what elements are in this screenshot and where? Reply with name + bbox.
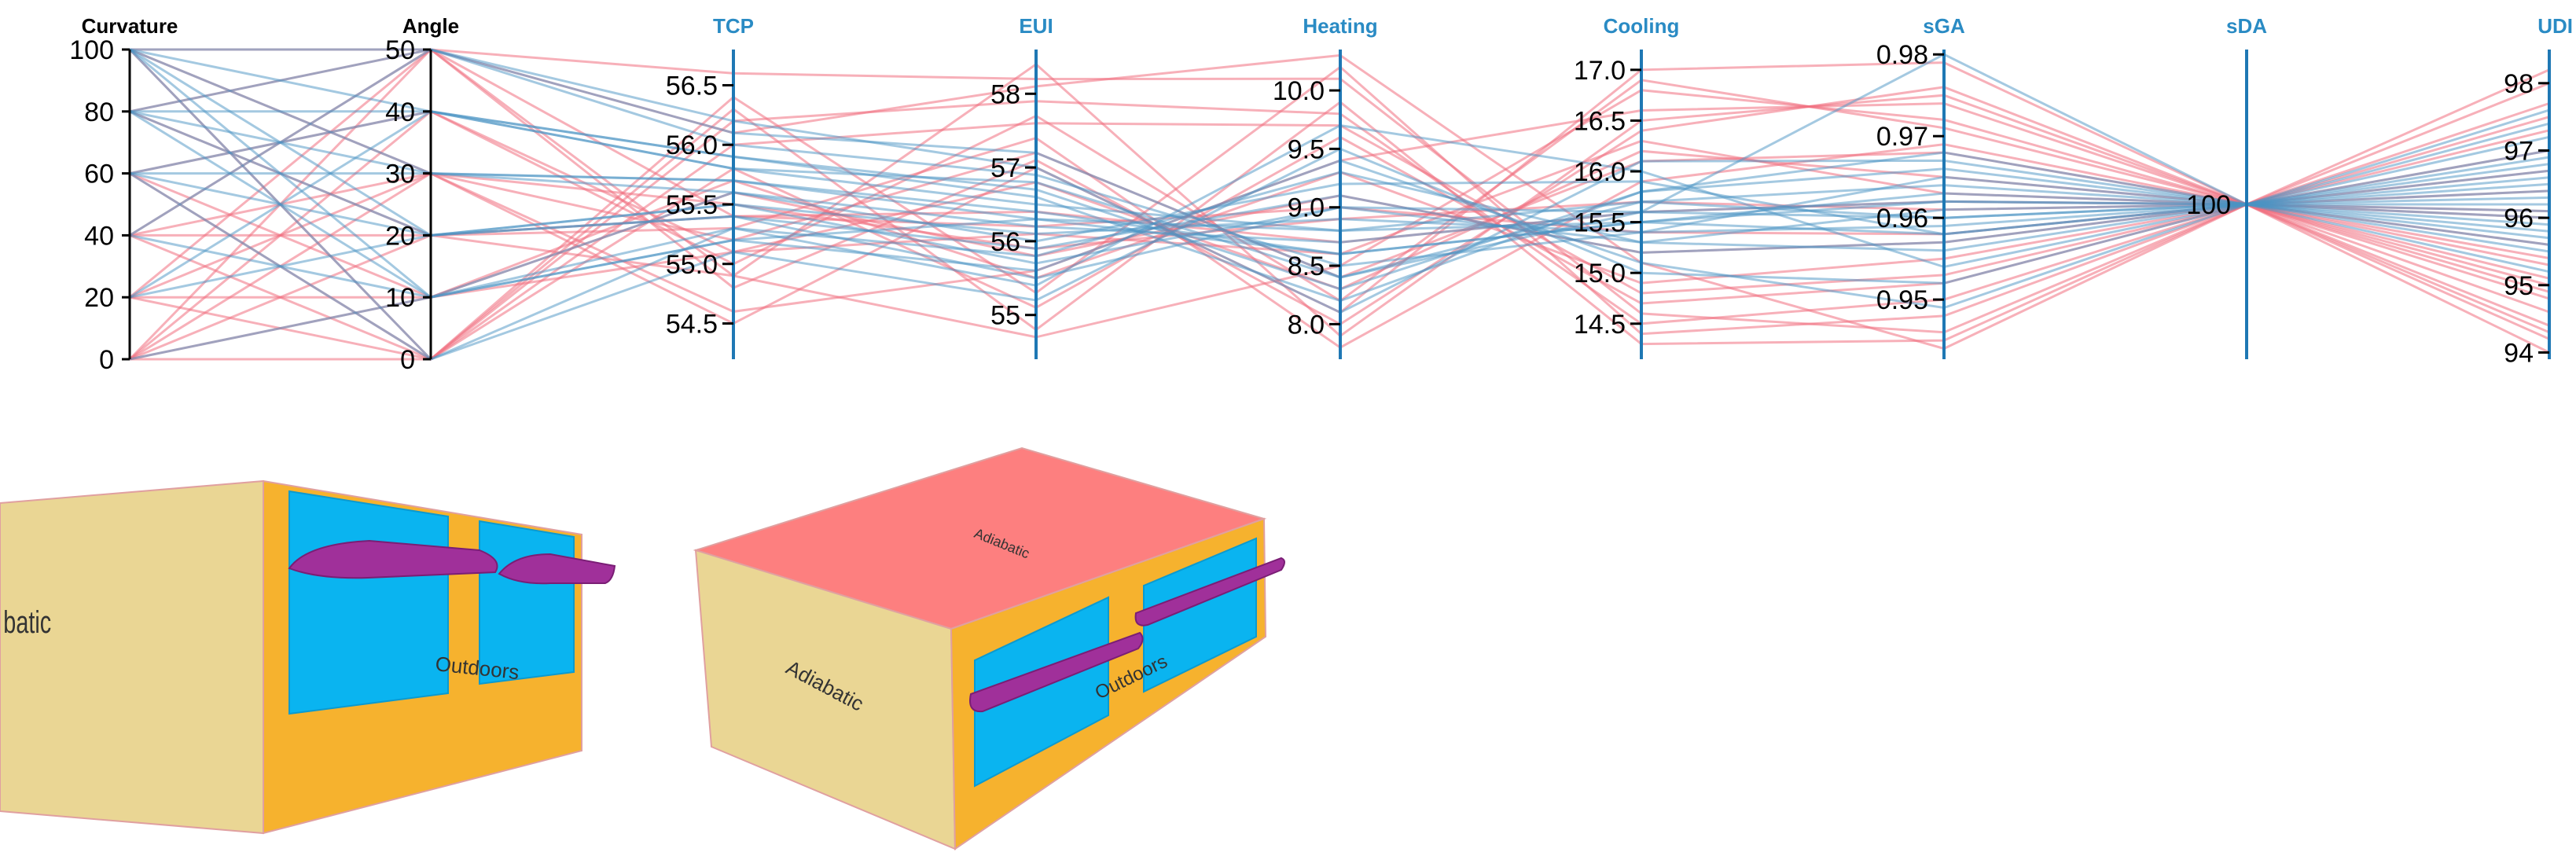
tick-label-eui: 58: [990, 79, 1020, 109]
tick-label-heating: 9.5: [1288, 134, 1325, 164]
adiabatic-side-wall: [0, 479, 264, 835]
window-glazing-left: [288, 490, 449, 715]
tick-label-sda: 100: [2186, 190, 2231, 220]
tick-label-cooling: 17.0: [1574, 56, 1626, 86]
tick-label-angle: 30: [385, 160, 415, 189]
tick-label-udi: 97: [2504, 136, 2534, 166]
shading-louver-right: [1134, 557, 1285, 626]
tick-label-sga: 0.95: [1876, 285, 1928, 315]
tick-label-eui: 56: [990, 227, 1020, 257]
tick-label-heating: 9.0: [1288, 193, 1325, 223]
axes-layer: Curvature 0 20 40 60 80 100 Angle 0 10 20 30 40 50 TCP…: [69, 14, 2573, 369]
tick-label-curvature: 80: [84, 97, 114, 127]
axis-title-sga[interactable]: sGA: [1923, 14, 1965, 38]
axis-angle: Angle 0 10 20 30 40 50: [385, 14, 459, 369]
building-render-right: Adiabatic Adiabatic Outdoors: [684, 436, 1313, 853]
tick-label-angle: 20: [385, 221, 415, 251]
axis-title-cooling[interactable]: Cooling: [1604, 14, 1680, 38]
tick-label-tcp: 55.5: [666, 190, 718, 220]
tick-label-angle: 10: [385, 283, 415, 313]
axis-title-heating[interactable]: Heating: [1303, 14, 1377, 38]
window-glazing-right: [1143, 537, 1257, 693]
tick-label-curvature: 0: [99, 345, 114, 369]
tick-label-cooling: 15.0: [1574, 259, 1626, 288]
tick-label-udi: 98: [2504, 69, 2534, 99]
tick-label-angle: 0: [400, 345, 415, 369]
tick-label-heating: 10.0: [1273, 76, 1325, 106]
tick-label-udi: 95: [2504, 271, 2534, 301]
axis-title-eui[interactable]: EUI: [1019, 14, 1053, 38]
tick-label-curvature: 100: [69, 35, 114, 65]
shading-louver-left: [969, 631, 1144, 713]
tick-label-cooling: 15.5: [1574, 208, 1626, 238]
tick-label-sga: 0.98: [1876, 40, 1928, 70]
axis-cooling: Cooling 14.5 15.0 15.5 16.0 16.5 17.0: [1574, 14, 1680, 359]
tick-label-heating: 8.5: [1288, 252, 1325, 281]
axis-title-sda[interactable]: sDA: [2226, 14, 2267, 38]
tick-label-sga: 0.96: [1876, 204, 1928, 233]
window-glazing-left: [974, 596, 1109, 788]
axis-heating: Heating 8.0 8.5 9.0 9.5 10.0: [1273, 14, 1378, 359]
axis-title-udi[interactable]: UDI: [2537, 14, 2573, 38]
tick-label-udi: 96: [2504, 204, 2534, 233]
axis-eui: EUI 55 56 57 58: [990, 14, 1053, 359]
axis-title-tcp[interactable]: TCP: [713, 14, 754, 38]
axis-title-curvature[interactable]: Curvature: [82, 14, 178, 38]
tick-label-tcp: 56.0: [666, 130, 718, 160]
tick-label-tcp: 55.0: [666, 250, 718, 280]
shading-louver-left: [288, 539, 498, 579]
tick-label-tcp: 54.5: [666, 310, 718, 340]
axis-sga: sGA 0.95 0.96 0.97 0.98: [1876, 14, 1965, 359]
tick-label-cooling: 16.0: [1574, 157, 1626, 187]
axis-udi: UDI 94 95 96 97 98: [2504, 14, 2573, 368]
axis-title-angle[interactable]: Angle: [402, 14, 459, 38]
tick-label-cooling: 14.5: [1574, 310, 1626, 340]
tick-label-udi: 94: [2504, 338, 2534, 368]
axis-tcp: TCP 54.5 55.0 55.5 56.0 56.5: [666, 14, 754, 359]
axis-curvature: Curvature 0 20 40 60 80 100: [69, 14, 178, 369]
tick-label-angle: 40: [385, 97, 415, 127]
shading-louver-right: [498, 553, 616, 585]
tick-label-angle: 50: [385, 35, 415, 65]
axis-sda: sDA 100: [2186, 14, 2267, 359]
tick-label-eui: 57: [990, 153, 1020, 183]
tick-label-sga: 0.97: [1876, 122, 1928, 152]
tick-label-curvature: 60: [84, 160, 114, 189]
tick-label-curvature: 40: [84, 221, 114, 251]
tick-label-tcp: 56.5: [666, 71, 718, 101]
tick-label-heating: 8.0: [1288, 310, 1325, 340]
building-render-left: batic Outdoors: [0, 440, 629, 849]
tick-label-curvature: 20: [84, 283, 114, 313]
tick-label-cooling: 16.5: [1574, 106, 1626, 136]
parallel-coordinates-chart: Curvature 0 20 40 60 80 100 Angle 0 10 20 30 40 50 TCP…: [69, 14, 2573, 369]
adiabatic-label: batic: [3, 604, 51, 640]
tick-label-eui: 55: [990, 301, 1020, 331]
